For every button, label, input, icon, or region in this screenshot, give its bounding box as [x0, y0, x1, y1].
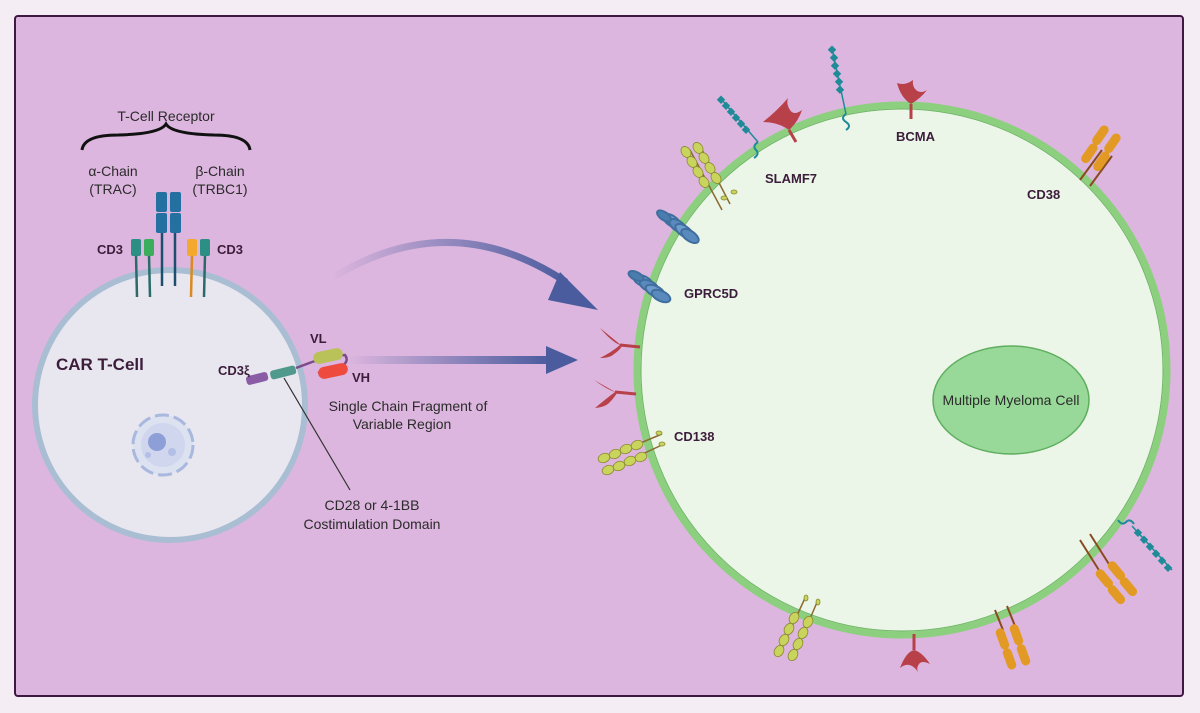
beta-chain-label: β-Chain [195, 163, 244, 179]
cd3-right-receptors [187, 239, 210, 298]
cd38-label: CD38 [1027, 187, 1060, 202]
tcr-label: T-Cell Receptor [117, 108, 215, 124]
cd3-left-receptors [131, 239, 154, 298]
cd38-receptor-bottom [994, 605, 1031, 670]
slamf7-receptor-2 [827, 45, 850, 131]
cd3-zeta-label: CD3ξ [218, 363, 250, 378]
cd138-label: CD138 [674, 429, 714, 444]
costim-label-line1: CD28 or 4-1BB [325, 497, 420, 513]
cd38-receptor-top-right [1079, 125, 1121, 187]
bcma-receptor-bottom [900, 634, 930, 672]
vh-label: VH [352, 370, 370, 385]
scfv-label-line1: Single Chain Fragment of [329, 398, 488, 414]
tcr-brace [80, 121, 252, 151]
car-t-cell-label: CAR T-Cell [56, 355, 144, 374]
slamf7-receptor-1 [716, 95, 759, 159]
cd138-receptor-left [597, 430, 666, 476]
cd138-receptor-upper [680, 142, 738, 211]
myeloma-cell-label: Multiple Myeloma Cell [943, 392, 1080, 408]
vh-domain [318, 363, 348, 379]
myeloma-cell-membrane [633, 101, 1171, 639]
costim-label-line2: Costimulation Domain [304, 516, 441, 532]
vl-label: VL [310, 331, 327, 346]
alpha-chain-label: α-Chain [88, 163, 137, 179]
bcma-receptor-top [897, 80, 927, 119]
gprc5d-receptor-1 [656, 209, 700, 245]
car-construct [245, 348, 348, 385]
beta-gene-label: (TRBC1) [192, 181, 247, 197]
bcma-receptor-left-1 [600, 328, 641, 358]
scfv-label-line2: Variable Region [353, 416, 452, 432]
vl-domain [313, 348, 343, 364]
gprc5d-receptor-2 [627, 270, 672, 304]
t-cell-nucleus [131, 413, 195, 477]
costim-pointer-line [283, 377, 351, 491]
cd3-zeta-domain [245, 372, 269, 385]
cd138-receptor-bottom [773, 594, 821, 662]
slamf7-label: SLAMF7 [765, 171, 817, 186]
cd3-right-label: CD3 [217, 242, 243, 257]
bcma-label: BCMA [896, 129, 936, 144]
lower-arrow [348, 346, 578, 374]
bcma-receptor-upper-left [763, 98, 802, 143]
tcr-chains [156, 192, 181, 286]
gprc5d-label: GPRC5D [684, 286, 738, 301]
cd3-left-label: CD3 [97, 242, 123, 257]
myeloma-nucleus [932, 345, 1090, 455]
upper-arrow [330, 239, 598, 310]
slamf7-receptor-3 [1117, 519, 1173, 572]
costimulation-domain [270, 365, 297, 380]
alpha-gene-label: (TRAC) [89, 181, 136, 197]
car-t-cell [32, 267, 308, 543]
bcma-receptor-left-2 [594, 380, 637, 408]
cd38-receptor-lower-right [1079, 533, 1138, 605]
